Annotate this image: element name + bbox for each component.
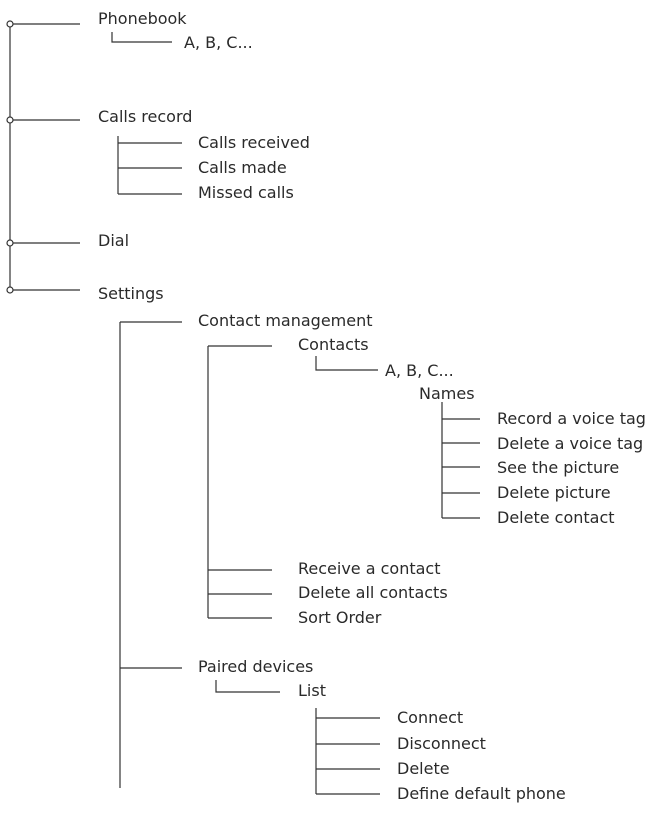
label-names: Names bbox=[419, 384, 475, 403]
label-delete-contact: Delete contact bbox=[497, 508, 615, 527]
label-disconnect: Disconnect bbox=[397, 734, 486, 753]
label-delete-picture: Delete picture bbox=[497, 483, 611, 502]
label-calls-record: Calls record bbox=[98, 107, 193, 126]
node-circle-dial bbox=[6, 239, 14, 247]
label-dial: Dial bbox=[98, 231, 130, 250]
label-contact-management: Contact management bbox=[198, 311, 373, 330]
label-paired-devices: Paired devices bbox=[198, 657, 314, 676]
label-receive-contact: Receive a contact bbox=[298, 559, 441, 578]
label-delete: Delete bbox=[397, 759, 450, 778]
label-record-voice-tag: Record a voice tag bbox=[497, 409, 646, 428]
label-settings: Settings bbox=[98, 284, 164, 303]
label-phonebook: Phonebook bbox=[98, 9, 187, 28]
label-see-picture: See the picture bbox=[497, 458, 620, 477]
label-list: List bbox=[298, 681, 326, 700]
label-phonebook-abc: A, B, C... bbox=[184, 33, 253, 52]
node-circle-settings bbox=[6, 286, 14, 294]
node-circle-phonebook bbox=[6, 20, 14, 28]
label-define-default-phone: Define default phone bbox=[397, 784, 566, 803]
label-calls-made: Calls made bbox=[198, 158, 287, 177]
node-circle-calls-record bbox=[6, 116, 14, 124]
label-connect: Connect bbox=[397, 708, 464, 727]
label-sort-order: Sort Order bbox=[298, 608, 382, 627]
label-contacts: Contacts bbox=[298, 335, 369, 354]
label-delete-all-contacts: Delete all contacts bbox=[298, 583, 448, 602]
label-contacts-abc: A, B, C... bbox=[385, 361, 454, 380]
label-calls-received: Calls received bbox=[198, 133, 310, 152]
label-missed-calls: Missed calls bbox=[198, 183, 294, 202]
label-delete-voice-tag: Delete a voice tag bbox=[497, 434, 644, 453]
